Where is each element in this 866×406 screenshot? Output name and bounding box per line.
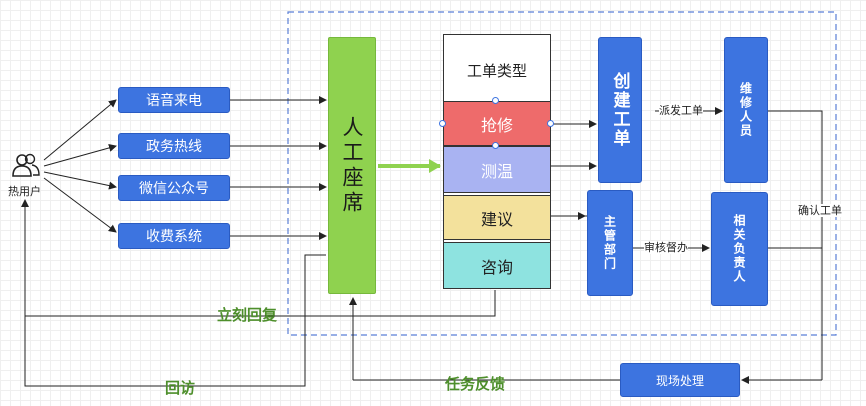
onsite-handling-node[interactable]: 现场处理 xyxy=(620,363,740,397)
channel-gov-hotline[interactable]: 政务热线 xyxy=(118,133,230,159)
edge-label-confirm: 确认工单 xyxy=(798,204,842,217)
channel-voice-call[interactable]: 语音来电 xyxy=(118,87,230,113)
maintenance-staff-node[interactable]: 维修人员 xyxy=(724,37,768,183)
channel-to-agent-edges xyxy=(230,96,327,240)
selection-handle[interactable] xyxy=(547,120,554,127)
edge-label-revisit: 回访 xyxy=(165,379,196,397)
edge-label-task-feedback: 任务反馈 xyxy=(445,375,506,393)
user-label: 热用户 xyxy=(8,185,41,198)
selection-handle[interactable] xyxy=(439,120,446,127)
edge-label-dispatch: 派发工单 xyxy=(659,104,703,117)
ticket-types-title: 工单类型 xyxy=(466,61,527,80)
system-boundary xyxy=(287,11,837,336)
ticket-type-repair[interactable]: 抢修 xyxy=(443,101,551,146)
agent-seat[interactable]: 人工座席 xyxy=(328,37,376,294)
responsible-person-node[interactable]: 相关负责人 xyxy=(711,192,768,306)
channel-wechat[interactable]: 微信公众号 xyxy=(118,175,230,201)
competent-dept-node[interactable]: 主管部门 xyxy=(587,190,633,296)
edge-label-review: 审核督办 xyxy=(644,241,688,254)
ticket-type-consult[interactable]: 咨询 xyxy=(443,242,551,289)
users-icon xyxy=(11,152,41,180)
ticket-type-temperature[interactable]: 测温 xyxy=(443,146,551,193)
edge-label-immediate-reply: 立刻回复 xyxy=(217,306,278,324)
user-to-channel-edges xyxy=(43,99,117,233)
selection-handle[interactable] xyxy=(492,142,499,149)
selection-handle[interactable] xyxy=(492,97,499,104)
ticket-type-suggestion[interactable]: 建议 xyxy=(443,195,551,240)
channel-billing-system[interactable]: 收费系统 xyxy=(118,223,230,249)
create-ticket-node[interactable]: 创建工单 xyxy=(598,37,642,183)
